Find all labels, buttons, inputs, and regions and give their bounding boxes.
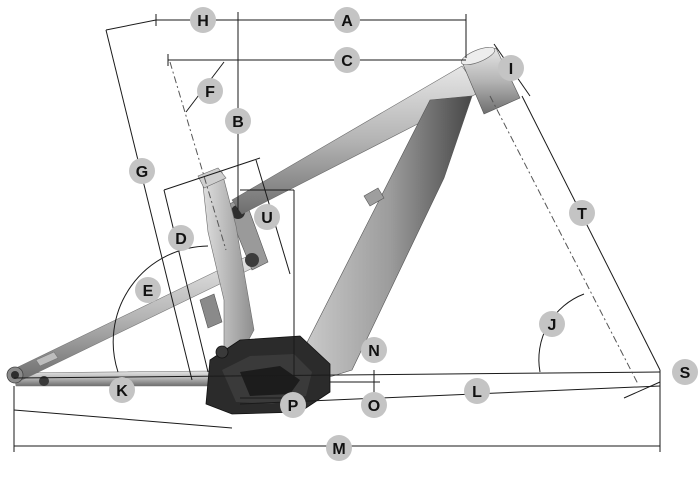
label-h: H bbox=[190, 7, 216, 33]
bottle-mount bbox=[363, 187, 385, 207]
svg-text:H: H bbox=[197, 13, 209, 30]
steering-axis-line bbox=[489, 95, 639, 385]
rear-dropout bbox=[6, 366, 49, 386]
svg-text:F: F bbox=[205, 84, 215, 101]
svg-text:M: M bbox=[332, 441, 345, 458]
svg-text:E: E bbox=[143, 283, 154, 300]
label-u: U bbox=[254, 204, 280, 230]
label-a: A bbox=[334, 7, 360, 33]
label-s: S bbox=[672, 359, 698, 385]
seat-collar bbox=[197, 167, 227, 189]
dimension-labels: A B C D E F G H I J K L M N O P S T U bbox=[109, 7, 698, 461]
svg-text:S: S bbox=[680, 365, 691, 382]
label-k: K bbox=[109, 377, 135, 403]
label-b: B bbox=[225, 108, 251, 134]
svg-text:C: C bbox=[341, 53, 353, 70]
svg-text:L: L bbox=[472, 384, 482, 401]
svg-text:K: K bbox=[116, 383, 128, 400]
label-t: T bbox=[569, 200, 595, 226]
svg-text:N: N bbox=[368, 343, 380, 360]
svg-text:I: I bbox=[509, 61, 513, 78]
label-o: O bbox=[361, 392, 387, 418]
svg-text:T: T bbox=[577, 206, 587, 223]
label-c: C bbox=[334, 47, 360, 73]
svg-text:P: P bbox=[288, 398, 299, 415]
label-p: P bbox=[280, 392, 306, 418]
rear-shock bbox=[199, 195, 269, 329]
svg-text:B: B bbox=[232, 114, 244, 131]
svg-text:O: O bbox=[368, 398, 380, 415]
label-d: D bbox=[168, 225, 194, 251]
label-e: E bbox=[135, 277, 161, 303]
label-i: I bbox=[498, 55, 524, 81]
label-j: J bbox=[539, 311, 565, 337]
brake-mount bbox=[35, 351, 59, 367]
label-l: L bbox=[464, 378, 490, 404]
seat-tube-axis-line bbox=[169, 61, 227, 251]
label-f: F bbox=[197, 78, 223, 104]
label-n: N bbox=[361, 337, 387, 363]
bike-frame bbox=[6, 46, 521, 415]
svg-text:J: J bbox=[548, 317, 557, 334]
label-m: M bbox=[326, 435, 352, 461]
svg-text:G: G bbox=[136, 164, 148, 181]
label-g: G bbox=[129, 158, 155, 184]
svg-text:A: A bbox=[341, 13, 353, 30]
svg-text:D: D bbox=[175, 231, 187, 248]
head-tube-top bbox=[460, 46, 496, 66]
svg-text:U: U bbox=[261, 210, 273, 227]
